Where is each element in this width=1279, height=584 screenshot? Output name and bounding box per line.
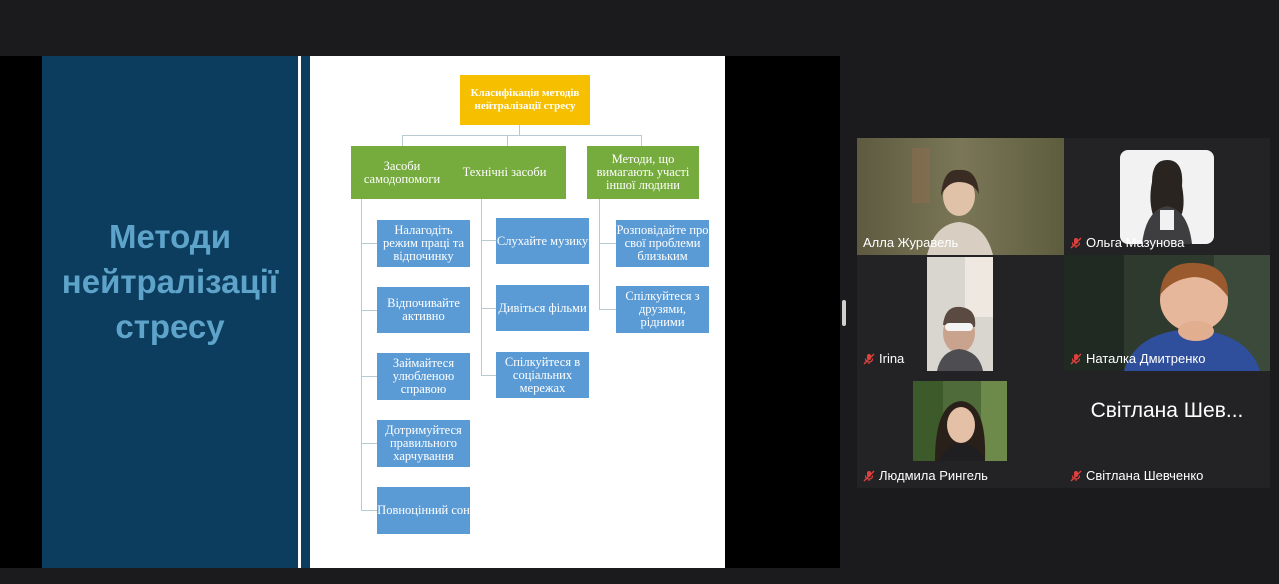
participant-tile[interactable]: Наталка Дмитренко [1064, 255, 1270, 371]
participant-tile[interactable]: Irina [857, 255, 1064, 371]
participant-name: Світлана Шевченко [1086, 468, 1204, 483]
video-feed [1120, 150, 1214, 244]
diagram-item: Повноцінний сон [377, 487, 470, 534]
participant-tile[interactable]: Людмила Рингель [857, 371, 1064, 488]
diagram-item: Спілкуйтеся в соціальних мережах [496, 352, 589, 398]
participant-name-label: Людмила Рингель [863, 468, 988, 483]
slide-divider [298, 56, 301, 568]
diagram-category-technical: Технічні засоби [443, 146, 566, 199]
participant-name-label: Наталка Дмитренко [1070, 351, 1205, 366]
participant-name-label: Алла Журавель [863, 235, 958, 250]
mic-off-icon [1070, 470, 1082, 481]
slide-title: Методи нейтралізації стресу [61, 218, 279, 345]
slide-diagram: Класифікація методів нейтралізації стрес… [310, 56, 725, 568]
participant-name: Людмила Рингель [879, 468, 988, 483]
diagram-item: Відпочивайте активно [377, 287, 470, 333]
mic-off-icon [863, 353, 875, 364]
diagram-item: Спілкуйтеся з друзями, рідними [616, 286, 709, 333]
diagram-item: Дивіться фільми [496, 285, 589, 331]
video-feed [857, 138, 1064, 255]
participant-name-label: Ольга Мазунова [1070, 235, 1184, 250]
diagram-item: Займайтеся улюбленою справою [377, 353, 470, 400]
diagram-root: Класифікація методів нейтралізації стрес… [460, 75, 590, 125]
participant-name: Ольга Мазунова [1086, 235, 1185, 250]
participant-name-label: Irina [863, 351, 904, 366]
video-feed [1064, 255, 1270, 371]
participant-tile[interactable]: Ольга Мазунова [1064, 138, 1270, 255]
diagram-item: Розповідайте про свої проблеми близьким [616, 220, 709, 267]
diagram-category-self-help: Засоби самодопомоги [351, 146, 453, 199]
slide-title-panel [42, 56, 298, 568]
participant-tile[interactable]: Світлана Шев... Світлана Шевченко [1064, 371, 1270, 488]
participant-name-label: Світлана Шевченко [1070, 468, 1203, 483]
mic-off-icon [1070, 353, 1082, 364]
diagram-item: Слухайте музику [496, 218, 589, 264]
resize-handle[interactable] [842, 300, 846, 326]
slide-divider-strip [301, 56, 310, 568]
diagram-item: Налагодіть режим праці та відпочинку [377, 220, 470, 267]
participant-name: Алла Журавель [863, 235, 959, 250]
bottom-bar [0, 568, 1279, 584]
participant-tile[interactable]: Алла Журавель [857, 138, 1064, 255]
video-feed [927, 257, 993, 371]
mic-off-icon [863, 470, 875, 481]
diagram-item: Дотримуйтеся правильного харчування [377, 420, 470, 467]
participant-name: Irina [879, 351, 905, 366]
diagram-category-other-person: Методи, що вимагають участі іншої людини [587, 146, 699, 199]
mic-off-icon [1070, 237, 1082, 248]
participant-name: Наталка Дмитренко [1086, 351, 1206, 366]
top-bar [0, 0, 1279, 56]
video-feed [913, 381, 1007, 461]
participant-display-name: Світлана Шев... [1090, 399, 1244, 422]
